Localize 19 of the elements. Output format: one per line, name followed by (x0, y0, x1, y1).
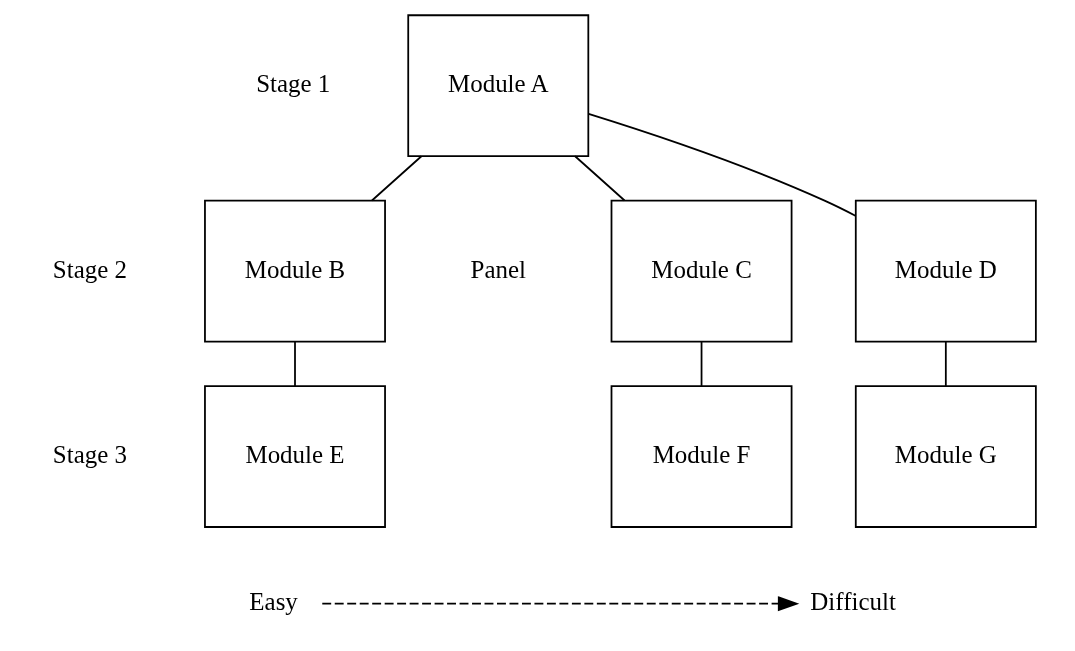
node-box: Module F (610, 385, 793, 528)
node-box: Module E (204, 385, 386, 528)
label: Stage 3 (52, 441, 128, 469)
label: Difficult (810, 588, 896, 616)
connector (371, 155, 423, 202)
node-box: Module D (854, 199, 1037, 343)
connector (587, 113, 857, 217)
label: Panel (470, 255, 526, 283)
node-box: Module C (610, 199, 793, 343)
connector (294, 340, 296, 387)
connector (574, 155, 626, 202)
connector (700, 340, 703, 387)
label: Easy (249, 588, 298, 616)
node-box: Module G (854, 385, 1037, 528)
label: Stage 1 (256, 70, 331, 98)
label: Stage 2 (52, 255, 128, 283)
connector (944, 340, 947, 387)
node-box: Module B (204, 199, 386, 343)
node-box: Module A (407, 14, 590, 157)
